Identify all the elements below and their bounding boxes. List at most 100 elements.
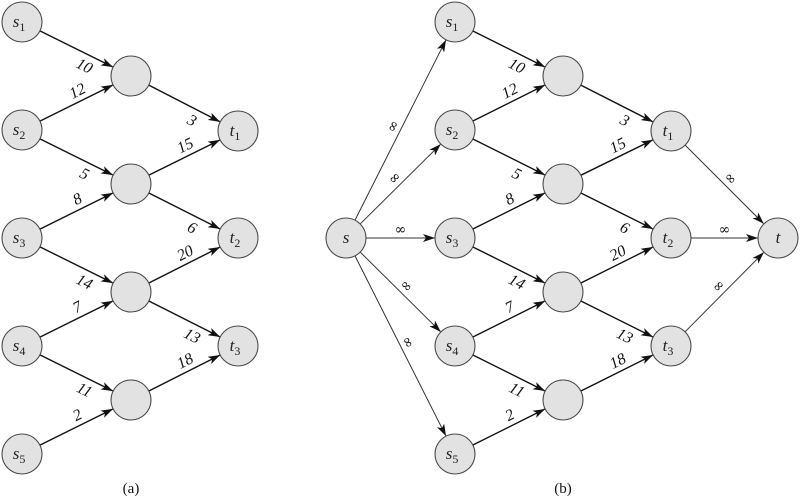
edge-capacity-label: 18 — [607, 350, 629, 372]
node-m3 — [110, 271, 152, 313]
edge-capacity-label: 2 — [70, 406, 85, 425]
edge-capacity-label: ∞ — [396, 277, 416, 297]
edge-t1-t: ∞ — [684, 144, 764, 224]
edge-arrow — [148, 84, 221, 123]
node-label: t2 — [230, 228, 241, 250]
node-s3: s3 — [434, 217, 476, 259]
node-label: t1 — [230, 121, 241, 143]
edge-arrow — [39, 84, 114, 122]
node-s1: s1 — [434, 1, 476, 43]
edge-arrow — [359, 144, 441, 225]
edge-arrow — [39, 300, 114, 338]
edge-arrow — [148, 354, 221, 392]
edge-s2-m1: 12 — [472, 80, 546, 122]
node-s3: s3 — [1, 217, 43, 259]
node-s1: s1 — [1, 1, 43, 43]
node-circle — [110, 163, 152, 205]
edge-capacity-label: 6 — [617, 219, 632, 238]
edge-arrow — [39, 192, 114, 230]
node-label: t3 — [230, 336, 241, 358]
edge-arrow — [472, 300, 546, 338]
edge-capacity-label: 20 — [174, 242, 196, 264]
node-label: s2 — [446, 120, 459, 142]
edge-arrow — [472, 138, 546, 176]
edge-m3-t3: 13 — [148, 300, 221, 348]
edge-s1-m1: 10 — [39, 30, 114, 78]
edge-arrow — [39, 354, 114, 392]
node-circle — [1, 433, 43, 475]
node-label: s5 — [446, 444, 459, 466]
node-circle — [434, 217, 476, 259]
edge-capacity-label: 11 — [74, 379, 95, 401]
edge-arrow — [472, 354, 546, 392]
edge-arrow — [684, 252, 764, 333]
edge-capacity-label: 18 — [174, 350, 196, 372]
edge-s1-m1: 10 — [472, 30, 546, 78]
edge-arrow — [472, 84, 546, 122]
node-circle — [325, 217, 367, 259]
node-m2 — [110, 163, 152, 205]
edge-arrow — [580, 246, 654, 284]
edge-s4-m4: 11 — [472, 354, 546, 401]
edge-s-s3: ∞ — [366, 222, 435, 242]
edge-capacity-label: 5 — [509, 165, 524, 184]
edge-s4-m3: 7 — [39, 298, 114, 338]
edge-capacity-label: 7 — [503, 298, 519, 317]
edge-arrow — [148, 139, 221, 176]
edge-capacity-label: ∞ — [720, 169, 740, 189]
node-m4 — [542, 379, 584, 421]
node-t3: t3 — [650, 325, 692, 367]
node-label: s3 — [13, 228, 26, 250]
edge-m4-t3: 18 — [580, 350, 654, 392]
node-s5: s5 — [1, 433, 43, 475]
node-m3 — [542, 271, 584, 313]
node-label: s1 — [446, 12, 459, 34]
edge-capacity-label: 8 — [70, 190, 85, 209]
node-label: s4 — [446, 336, 459, 358]
edge-m1-t1: 3 — [580, 84, 654, 130]
edge-capacity-label: ∞ — [384, 118, 404, 136]
edge-capacity-label: 6 — [184, 219, 199, 238]
node-s: s — [325, 217, 367, 259]
node-circle — [110, 271, 152, 313]
edge-arrow — [39, 138, 114, 176]
edge-capacity-label: 10 — [506, 55, 528, 77]
edge-s5-m4: 2 — [472, 406, 546, 446]
node-m1 — [542, 55, 584, 97]
node-s4: s4 — [434, 325, 476, 367]
edge-t3-t: ∞ — [684, 252, 764, 333]
edge-arrow — [580, 354, 654, 392]
edge-s2-m2: 5 — [39, 138, 114, 184]
edge-arrow — [684, 144, 764, 224]
edge-arrow — [39, 30, 114, 68]
edge-arrow — [580, 300, 654, 338]
node-circle — [1, 325, 43, 367]
edge-m2-t2: 6 — [148, 192, 221, 238]
edge-capacity-label: 13 — [614, 325, 636, 347]
edge-m2-t2: 6 — [580, 192, 654, 238]
node-t2: t2 — [217, 217, 259, 259]
edge-capacity-label: 12 — [499, 80, 521, 102]
node-circle — [542, 379, 584, 421]
edge-arrow — [148, 246, 221, 284]
edge-capacity-label: 14 — [73, 271, 95, 293]
edge-capacity-label: 7 — [70, 298, 86, 317]
node-label: t1 — [663, 121, 674, 143]
node-t1: t1 — [650, 110, 692, 152]
node-circle — [1, 109, 43, 151]
edge-m2-t1: 15 — [580, 135, 654, 176]
panel-b-caption: (b) — [554, 481, 572, 497]
node-circle — [434, 109, 476, 151]
node-circle — [650, 217, 692, 259]
node-label: t2 — [663, 228, 674, 250]
edge-capacity-label: 14 — [506, 271, 528, 293]
edge-m3-t2: 20 — [580, 242, 654, 284]
edge-s3-m3: 14 — [39, 246, 114, 294]
node-label: s4 — [13, 336, 26, 358]
node-circle — [757, 217, 799, 259]
node-m1 — [110, 55, 152, 97]
edge-arrow — [39, 246, 114, 284]
